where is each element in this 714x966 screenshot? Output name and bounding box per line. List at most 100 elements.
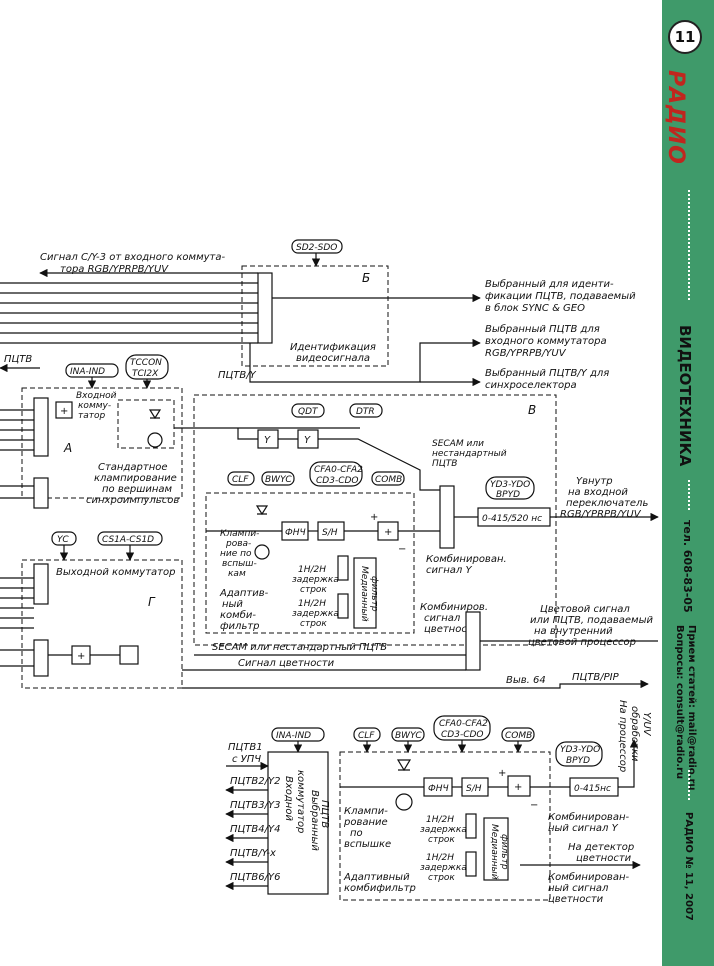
clamp-v-l2: рова-	[225, 539, 251, 549]
block-g-mux	[119, 645, 139, 665]
b-clamp-l3: по	[350, 828, 363, 839]
chroma-out-l2: или ПЦТВ, подаваемый	[530, 615, 653, 626]
block-v-letter: В	[528, 403, 536, 417]
b-median-l2: фильтр	[499, 834, 509, 870]
b-input-switch	[267, 751, 329, 895]
b-sh-label: S/H	[466, 784, 482, 794]
cfa-label2: CD3-CDO	[316, 476, 359, 486]
b-delay1-l1: 1H/2H	[426, 815, 454, 825]
adaptive-l1: Адаптив-	[219, 588, 269, 599]
b-yvd-control	[555, 741, 603, 767]
median-l2: фильтр	[369, 576, 379, 612]
b-comb-c-l2: ный сигнал	[548, 883, 609, 894]
out-pip-pin: Выв. 64	[506, 675, 546, 686]
secam-l3: ПЦТВ	[432, 459, 457, 469]
magazine-logo: РАДИО	[663, 70, 688, 165]
b-adder-plus2: +	[498, 768, 506, 779]
b-delay-block-1	[465, 813, 477, 839]
y-out-l3: переключатель	[566, 498, 648, 509]
b-adaptive-l2: комбифильтр	[344, 882, 416, 894]
sidebar-divider	[688, 770, 692, 800]
block-b-label1: Идентификация	[290, 342, 376, 353]
secam-l2: нестандартный	[432, 449, 507, 459]
b-input2: ПЦТВ2/Y2	[230, 776, 280, 787]
block-v-frame	[193, 394, 557, 646]
comb-control	[371, 471, 405, 486]
qdt-label: QDT	[298, 407, 319, 417]
b-adaptive-frame	[339, 751, 551, 901]
diode-icon-2	[255, 505, 269, 516]
out1-line3: в блок SYNC & GEO	[485, 302, 585, 314]
b-selected-l2: ПЦТВ	[319, 800, 330, 828]
bwyc-label: BWYC	[265, 475, 292, 485]
clamp-v-l4: вспыш-	[222, 559, 257, 569]
pctv-y-label: ПЦТВ/Y	[218, 370, 257, 381]
block-a-frame	[21, 387, 183, 499]
b-input3: ПЦТВ3/Y3	[230, 800, 280, 811]
adder-plus2: +	[370, 512, 378, 523]
yvd-label2: BPYD	[496, 490, 520, 500]
diode-icon	[148, 409, 162, 420]
out3-line2: синхроселектора	[485, 380, 577, 391]
clamp-source-icon-2	[254, 544, 270, 560]
chroma-out-l3: на внутренний	[534, 626, 613, 637]
clamp-v-l5: кам	[228, 569, 246, 579]
b-input6: ПЦТВ6/Y6	[230, 872, 280, 883]
b-cfa2: CD3-CDO	[441, 730, 484, 740]
issue-label: РАДИО № 11, 2007	[683, 812, 694, 921]
secam-bottom: SECAM или нестандартный ПЦТВ	[212, 642, 387, 653]
yvd-control	[485, 476, 535, 500]
delay1-l2: задержка	[292, 575, 339, 585]
adaptive-l3: комби-	[220, 609, 256, 621]
b-comb-y-l1: Комбинирован-	[548, 811, 629, 823]
block-a-ctrl2b: TCI2X	[132, 369, 159, 379]
clamp-source-icon	[147, 432, 163, 448]
block-b-control-label: SD2-SDO	[296, 243, 337, 253]
b-comb-c-l1: Комбинирован-	[548, 871, 629, 883]
b-detector-l1: На детектор	[568, 842, 634, 853]
block-a-switch2	[33, 477, 49, 509]
block-g-letter: Г	[148, 595, 156, 609]
block-a-ctrl1-label: INA-IND	[70, 367, 105, 377]
block-g-switch2	[33, 639, 49, 677]
b-delay1-l3: строк	[428, 835, 455, 845]
block-a-clamp4: синхроимпульсов	[86, 495, 179, 506]
block-g-title: Выходной коммутатор	[56, 567, 175, 578]
input-signal-line2: тора RGB/YPRPB/YUV	[60, 264, 169, 275]
comb-c-l2: сигнал	[424, 613, 461, 624]
b-clamp-l1: Клампи-	[344, 806, 388, 817]
adaptive-l2: ный	[222, 599, 243, 610]
comb-y-l2: сигнал Y	[426, 565, 472, 576]
median-l1: Медианный	[359, 566, 369, 622]
pctv-label: ПЦТВ	[4, 354, 32, 365]
y-out-l4: RGB/YPRPB/YUV	[560, 509, 642, 520]
clf-label: CLF	[232, 475, 249, 485]
contacts-line1: Прием статей: mail@radio.ru	[686, 625, 697, 791]
comb-c-l3: цветности	[424, 624, 480, 635]
b-lpf-label: ФНЧ	[428, 784, 449, 794]
b-delay2-l3: строк	[428, 873, 455, 883]
out2-line2: входного коммутатора	[485, 336, 607, 347]
block-b-switch	[257, 272, 273, 344]
b-clamp-l4: вспышке	[344, 839, 391, 850]
block-a-letter: А	[63, 441, 72, 455]
sidebar-divider	[688, 480, 692, 510]
adder-minus: −	[398, 544, 406, 555]
dtr-control	[349, 403, 383, 418]
clamp-v-l1: Клампи-	[220, 529, 259, 539]
b-yvd2: BPYD	[566, 756, 590, 766]
delay-block-1	[337, 555, 349, 581]
clf-control	[227, 471, 255, 486]
b-diode-icon	[396, 759, 412, 772]
b-detector-l2: цветности	[576, 853, 632, 864]
block-g-plus: +	[77, 651, 85, 662]
block-diagram: Сигнал С/Y-3 от входного коммута- тора R…	[0, 239, 659, 905]
b-ina-label: INA-IND	[276, 731, 311, 741]
b-comb-c-l3: цветности	[548, 894, 604, 905]
chroma-output-switch	[465, 611, 481, 671]
comb-y-l1: Комбинирован.	[426, 553, 507, 565]
b-cfa1: CFA0-CFA2	[439, 719, 488, 729]
dtr-label: DTR	[356, 407, 375, 417]
b-switch-l2: коммутатор	[295, 770, 306, 833]
comb-label: COMB	[375, 475, 402, 485]
